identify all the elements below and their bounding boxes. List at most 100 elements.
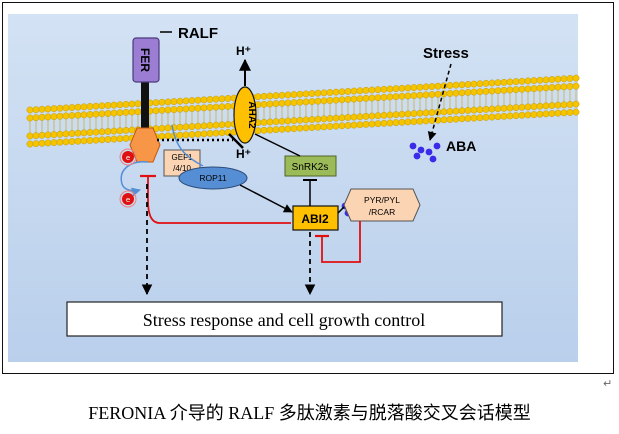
- membrane-bead: [518, 111, 526, 119]
- membrane-bead: [314, 115, 322, 123]
- membrane-bead: [362, 112, 370, 120]
- membrane-bead: [260, 92, 268, 100]
- membrane-bead: [266, 92, 274, 100]
- membrane-bead: [32, 132, 40, 140]
- membrane-bead: [572, 82, 580, 90]
- membrane-bead: [50, 131, 58, 138]
- membrane-bead: [104, 110, 112, 117]
- membrane-bead: [44, 105, 52, 113]
- membrane-bead: [446, 116, 454, 123]
- membrane-bead: [206, 130, 214, 137]
- membrane-bead: [62, 130, 70, 138]
- plasma-membrane: [26, 74, 580, 148]
- membrane-bead: [422, 109, 430, 117]
- membrane-bead: [104, 128, 112, 135]
- membrane-bead: [368, 120, 376, 128]
- membrane-bead: [110, 135, 118, 143]
- membrane-bead: [440, 82, 448, 90]
- membrane-bead: [302, 124, 310, 132]
- membrane-bead: [308, 124, 316, 131]
- membrane-bead: [278, 91, 286, 99]
- membrane-bead: [290, 99, 298, 106]
- membrane-bead: [104, 102, 112, 109]
- membrane-bead: [212, 103, 220, 111]
- membrane-bead: [74, 137, 82, 145]
- membrane-bead: [86, 137, 94, 144]
- membrane-bead: [428, 83, 436, 90]
- membrane-bead: [224, 103, 232, 110]
- membrane-bead: [500, 112, 508, 120]
- membrane-bead: [68, 104, 76, 111]
- membrane-bead: [452, 89, 460, 97]
- membrane-bead: [272, 100, 280, 108]
- membrane-bead: [476, 114, 484, 122]
- membrane-bead: [560, 101, 568, 109]
- membrane-bead: [398, 118, 406, 126]
- membrane-bead: [494, 87, 502, 95]
- membrane-bead: [302, 90, 310, 98]
- membrane-bead: [44, 139, 52, 147]
- membrane-bead: [200, 104, 208, 112]
- svg-text:e: e: [126, 196, 130, 204]
- membrane-bead: [290, 117, 298, 124]
- membrane-bead: [566, 109, 574, 116]
- membrane-bead: [110, 101, 118, 109]
- membrane-bead: [464, 81, 472, 88]
- membrane-bead: [464, 115, 472, 122]
- membrane-bead: [26, 114, 34, 122]
- membrane-bead: [296, 124, 304, 132]
- membrane-bead: [62, 112, 70, 120]
- membrane-bead: [542, 84, 550, 92]
- membrane-bead: [62, 104, 70, 112]
- membrane-bead: [362, 120, 370, 128]
- membrane-bead: [542, 102, 550, 110]
- membrane-bead: [482, 87, 490, 95]
- membrane-bead: [194, 96, 202, 104]
- membrane-bead: [338, 114, 346, 122]
- membrane-bead: [188, 105, 196, 112]
- fer-rop11-blue-curve: [171, 124, 204, 167]
- membrane-bead: [536, 110, 544, 118]
- membrane-bead: [200, 122, 208, 130]
- membrane-bead: [434, 90, 442, 98]
- membrane-bead: [44, 131, 52, 139]
- membrane-bead: [380, 93, 388, 101]
- abi2-fer-red-inhibit: [147, 176, 291, 224]
- membrane-bead: [536, 102, 544, 110]
- membrane-bead: [452, 81, 460, 89]
- membrane-bead: [38, 139, 46, 147]
- membrane-bead: [86, 103, 94, 110]
- membrane-bead: [128, 100, 136, 108]
- membrane-bead: [338, 122, 346, 130]
- membrane-bead: [350, 113, 358, 121]
- rop11-label: ROP11: [199, 173, 227, 183]
- membrane-bead: [110, 109, 118, 117]
- membrane-bead: [170, 98, 178, 105]
- membrane-bead: [218, 129, 226, 137]
- membrane-bead: [446, 90, 454, 97]
- membrane-bead: [410, 92, 418, 99]
- membrane-bead: [476, 106, 484, 114]
- membrane-bead: [26, 106, 34, 114]
- membrane-bead: [320, 89, 328, 97]
- membrane-bead: [470, 80, 478, 88]
- membrane-bead: [476, 80, 484, 88]
- membrane-bead: [122, 100, 130, 108]
- membrane-bead: [68, 138, 76, 145]
- membrane-bead: [524, 111, 532, 119]
- membrane-bead: [506, 112, 514, 120]
- membrane-bead: [314, 123, 322, 131]
- membrane-bead: [560, 109, 568, 117]
- membrane-bead: [314, 97, 322, 105]
- membrane-bead: [488, 105, 496, 113]
- membrane-bead: [116, 101, 124, 109]
- membrane-bead: [422, 117, 430, 125]
- membrane-bead: [404, 92, 412, 100]
- membrane-bead: [164, 106, 172, 114]
- membrane-bead: [176, 105, 184, 113]
- membrane-bead: [128, 126, 136, 134]
- membrane-bead: [92, 136, 100, 144]
- membrane-bead: [308, 90, 316, 97]
- membrane-bead: [98, 128, 106, 136]
- membrane-bead: [554, 101, 562, 109]
